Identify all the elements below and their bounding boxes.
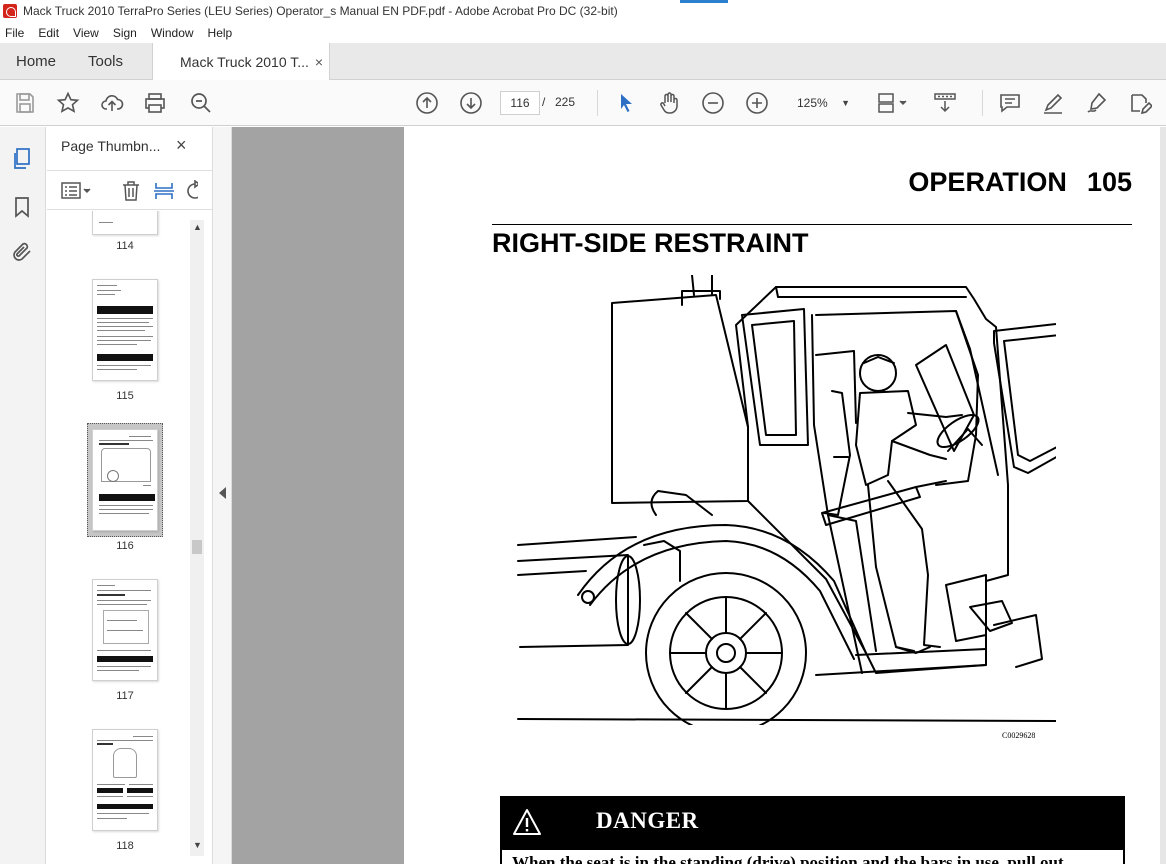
header-page-number: 105: [1086, 167, 1132, 197]
edit-pdf-icon[interactable]: [1128, 91, 1154, 115]
bookmark-icon[interactable]: [10, 195, 34, 219]
zoom-select[interactable]: 125% ▼: [788, 91, 858, 115]
tab-home[interactable]: Home: [16, 53, 57, 70]
scroll-mode-icon[interactable]: [933, 91, 957, 115]
danger-label: DANGER: [596, 808, 699, 833]
panel-title: Page Thumbn...: [61, 138, 161, 154]
upload-icon[interactable]: [100, 91, 124, 115]
zoom-in-icon[interactable]: [745, 91, 769, 115]
header-rule: [492, 224, 1132, 225]
title-bar: Mack Truck 2010 TerraPro Series (LEU Ser…: [0, 0, 1166, 22]
truck-cab-illustration: [517, 275, 1056, 725]
scroll-down-icon[interactable]: ▼: [193, 840, 202, 850]
menu-bar: File Edit View Sign Window Help: [0, 22, 1166, 43]
thumbnail-page-number: 118: [116, 840, 134, 852]
fit-page-icon[interactable]: [876, 91, 910, 115]
chevron-down-icon: ▼: [841, 98, 850, 108]
window-title: Mack Truck 2010 TerraPro Series (LEU Ser…: [23, 4, 618, 18]
extract-page-icon[interactable]: [153, 180, 175, 202]
warning-triangle-icon: [513, 809, 541, 835]
menu-view[interactable]: View: [73, 25, 99, 40]
header-section: OPERATION: [908, 167, 1067, 197]
thumbnail-page[interactable]: [92, 579, 158, 681]
tab-bar: Home Tools Mack Truck 2010 T... ×: [0, 43, 1166, 81]
attachment-icon[interactable]: [10, 240, 34, 264]
acrobat-app-icon: [3, 4, 17, 18]
star-icon[interactable]: [56, 91, 80, 115]
thumbnail-page[interactable]: [92, 729, 158, 831]
thumbnail-page-number: 114: [116, 240, 134, 252]
page-number-input[interactable]: 116: [500, 91, 540, 115]
prev-page-icon[interactable]: [415, 91, 439, 115]
thumbnail-page[interactable]: [92, 279, 158, 381]
menu-file[interactable]: File: [5, 25, 25, 40]
collapse-panel-icon[interactable]: [219, 487, 226, 499]
figure-code: C0029628: [1002, 731, 1036, 740]
scrollbar-thumb[interactable]: [192, 540, 202, 554]
menu-window[interactable]: Window: [150, 25, 194, 40]
thumbnail-page-number: 116: [116, 540, 134, 552]
menu-sign[interactable]: Sign: [112, 25, 137, 40]
panel-close-icon[interactable]: ×: [176, 135, 187, 155]
page-thumbnails-panel: Page Thumbn... × 114: [47, 127, 212, 864]
rotate-page-icon[interactable]: [184, 180, 198, 202]
page-thumbnails-icon[interactable]: [10, 147, 34, 171]
search-zoom-icon[interactable]: [189, 91, 213, 115]
thumbnail-scrollbar[interactable]: ▲ ▼: [190, 220, 204, 856]
thumbnail-page-selected[interactable]: [92, 429, 158, 531]
sign-icon[interactable]: [1085, 91, 1109, 115]
page-total: 225: [555, 95, 576, 109]
thumbnail-toolbar: [47, 170, 212, 210]
main-toolbar: [0, 80, 1166, 126]
toolbar-separator: [982, 90, 983, 116]
zoom-value: 125%: [797, 96, 828, 110]
tab-close-icon[interactable]: ×: [314, 54, 323, 70]
thumbnail-page-number: 115: [116, 390, 134, 402]
highlight-icon[interactable]: [1041, 91, 1065, 115]
thumbnail-options-icon[interactable]: [60, 180, 92, 202]
pdf-page: OPERATION 105 RIGHT-SIDE RESTRAINT: [404, 127, 1160, 864]
danger-body-text: When the seat is in the standing (drive)…: [512, 853, 1064, 864]
select-cursor-icon[interactable]: [614, 91, 638, 115]
print-icon[interactable]: [143, 91, 167, 115]
toolbar-separator: [597, 90, 598, 116]
page-separator: /: [542, 95, 546, 109]
page-header: OPERATION 105: [908, 167, 1132, 198]
menu-help[interactable]: Help: [207, 25, 233, 40]
page-title: RIGHT-SIDE RESTRAINT: [492, 228, 809, 258]
danger-header: DANGER: [500, 796, 1125, 850]
title-accent-bar: [680, 0, 728, 3]
tab-document-label: Mack Truck 2010 T...: [180, 54, 309, 70]
panel-splitter[interactable]: [212, 127, 232, 864]
hand-icon[interactable]: [657, 91, 681, 115]
menu-edit[interactable]: Edit: [38, 25, 60, 40]
zoom-out-icon[interactable]: [701, 91, 725, 115]
left-navigation-rail: [0, 127, 46, 864]
scroll-up-icon[interactable]: ▲: [193, 222, 202, 232]
thumbnail-page[interactable]: [92, 211, 158, 235]
save-icon[interactable]: [13, 91, 37, 115]
thumbnail-page-number: 117: [116, 690, 134, 702]
document-right-edge: [1160, 127, 1166, 864]
danger-body: When the seat is in the standing (drive)…: [500, 850, 1125, 864]
tab-document[interactable]: Mack Truck 2010 T... ×: [152, 43, 330, 81]
tab-tools[interactable]: Tools: [88, 53, 124, 70]
delete-page-icon[interactable]: [120, 180, 142, 202]
comment-icon[interactable]: [998, 91, 1022, 115]
next-page-icon[interactable]: [459, 91, 483, 115]
thumbnail-list: 114 115: [47, 211, 205, 864]
